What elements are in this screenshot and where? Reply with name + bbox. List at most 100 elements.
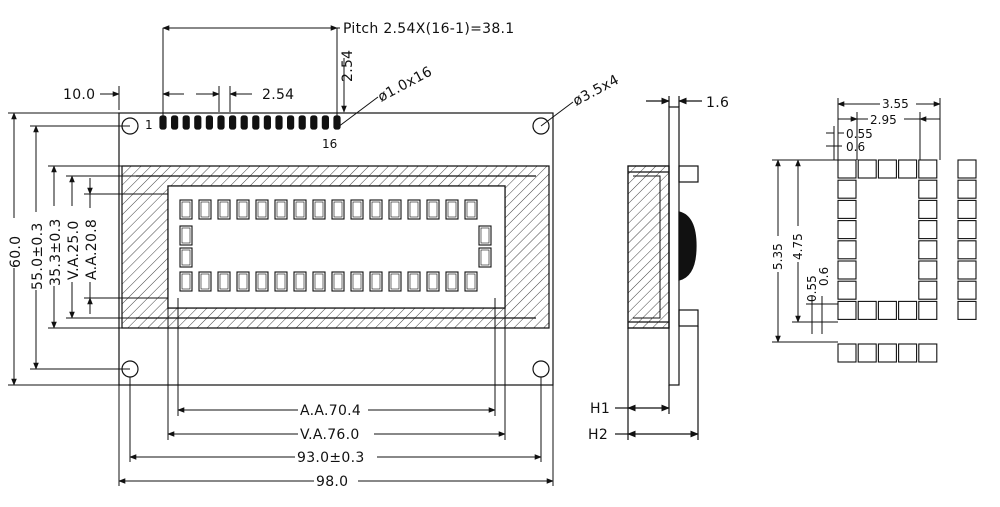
dot (837, 179, 857, 199)
char-cell-inner (181, 227, 191, 244)
pin-hole-label: ø1.0x16 (375, 64, 435, 106)
char-cell (198, 271, 212, 292)
pin-first-label: 1 (145, 118, 153, 132)
char-cell (179, 199, 193, 220)
char-cell (388, 199, 402, 220)
h1-label: H1 (590, 401, 610, 417)
dot-column (957, 260, 977, 280)
char-cell-inner (257, 201, 267, 218)
char-cell (464, 199, 478, 220)
pin-last-label: 16 (322, 137, 337, 151)
pin (252, 115, 260, 130)
pin (229, 115, 237, 130)
char-cell-inner (352, 273, 362, 290)
char-cell-inner (409, 273, 419, 290)
char-cell (198, 199, 212, 220)
h2-label: H2 (588, 427, 608, 443)
char-cell-inner (333, 273, 343, 290)
dot (837, 159, 857, 179)
dot-column (957, 280, 977, 300)
char-cell (407, 271, 421, 292)
dot-column (957, 159, 977, 179)
detail-06-label: 0.6 (846, 140, 865, 154)
cursor-dot (877, 343, 897, 363)
char-cell (217, 271, 231, 292)
pin (275, 115, 283, 130)
cursor-dot (918, 343, 938, 363)
char-cell (236, 199, 250, 220)
side-bezel (627, 165, 670, 329)
char-cell-inner (219, 273, 229, 290)
dot (898, 300, 918, 320)
side-view (615, 96, 702, 440)
char-cell-inner (480, 227, 490, 244)
height-va-label: V.A.25.0 (66, 220, 82, 280)
cursor-dot (898, 343, 918, 363)
width-va-label: V.A.76.0 (300, 427, 360, 443)
char-cell (350, 199, 364, 220)
dot (918, 260, 938, 280)
char-cell (312, 271, 326, 292)
char-cell-inner (257, 273, 267, 290)
dot (918, 199, 938, 219)
dot (837, 220, 857, 240)
height-353-label: 35.3±0.3 (48, 218, 64, 286)
pitch-label: Pitch 2.54X(16-1)=38.1 (343, 21, 515, 37)
char-cell (293, 271, 307, 292)
dot-column (957, 179, 977, 199)
pin (194, 115, 202, 130)
dot (877, 300, 897, 320)
char-cell-inner (276, 273, 286, 290)
char-cell-inner (200, 201, 210, 218)
detail-355-label: 3.55 (882, 97, 909, 111)
pin (182, 115, 190, 130)
char-cell-inner (333, 201, 343, 218)
char-cell-inner (371, 201, 381, 218)
char-cell-inner (428, 273, 438, 290)
detail-475-label: 4.75 (791, 233, 805, 260)
char-cell-inner (181, 201, 191, 218)
char-cell-inner (295, 201, 305, 218)
char-cell (445, 271, 459, 292)
pin-pitch-label: 2.54 (262, 87, 294, 103)
viewing-area (167, 185, 506, 309)
pin-row (159, 115, 341, 130)
char-cell (274, 199, 288, 220)
char-cell (179, 225, 193, 246)
char-cell (426, 271, 440, 292)
char-cell-inner (314, 273, 324, 290)
char-cell-inner (390, 201, 400, 218)
dot (857, 159, 877, 179)
dot-column (957, 199, 977, 219)
char-cell-inner (466, 201, 476, 218)
dot (918, 159, 938, 179)
char-cell (217, 199, 231, 220)
side-clip-top (678, 165, 699, 183)
left-offset-label: 10.0 (63, 87, 95, 103)
char-cell-inner (181, 249, 191, 266)
char-cell (388, 271, 402, 292)
dot (857, 300, 877, 320)
char-cell (293, 199, 307, 220)
character-grid (179, 199, 492, 292)
dot (918, 280, 938, 300)
dot (877, 159, 897, 179)
side-thickness-label: 1.6 (706, 95, 729, 111)
width-98-label: 98.0 (316, 474, 348, 490)
width-93-label: 93.0±0.3 (297, 450, 365, 466)
char-cell (478, 225, 492, 246)
dot-column (957, 300, 977, 320)
front-view (118, 112, 554, 386)
pin (298, 115, 306, 130)
char-cell-inner (238, 201, 248, 218)
char-cell-inner (200, 273, 210, 290)
mount-hole-label: ø3.5x4 (570, 72, 622, 110)
side-blob (678, 211, 697, 281)
char-cell-inner (276, 201, 286, 218)
char-cell-inner (371, 273, 381, 290)
char-cell-inner (480, 249, 490, 266)
detail-535-label: 5.35 (771, 243, 785, 270)
char-cell (350, 271, 364, 292)
